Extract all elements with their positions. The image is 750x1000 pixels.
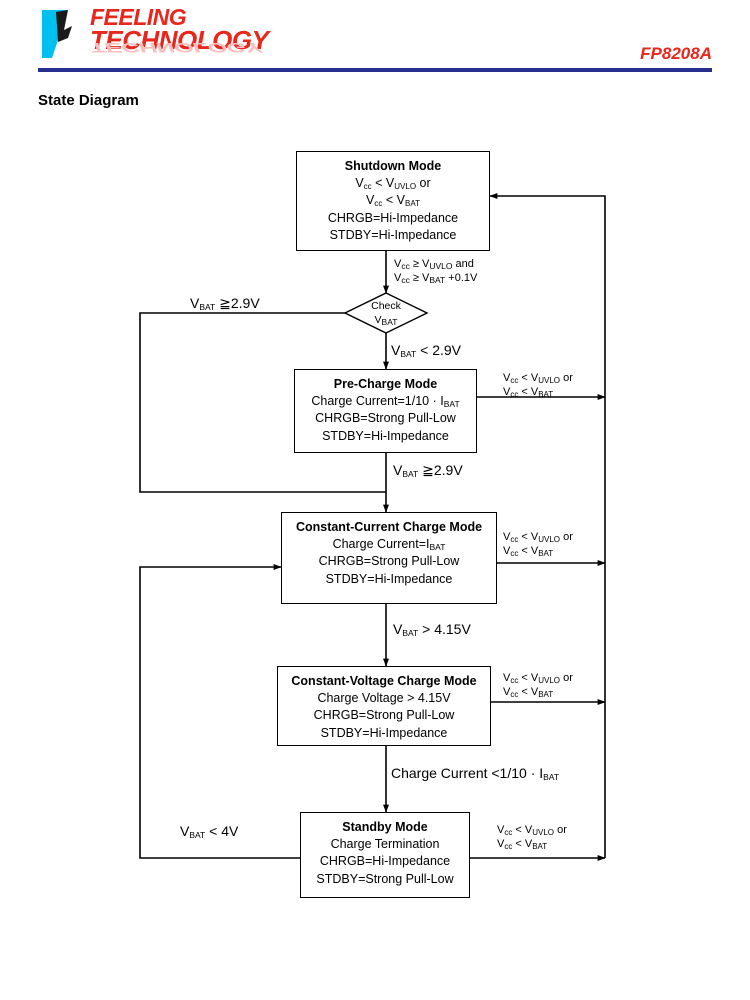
edge-label-fault-constant-current: Vcc < VUVLO or Vcc < VBAT: [503, 531, 573, 558]
state-detail-line: CHRGB=Hi-Impedance: [319, 854, 451, 869]
edge-label-fault-constant-voltage: Vcc < VUVLO or Vcc < VBAT: [503, 672, 573, 699]
state-detail-line: STDBY=Strong Pull-Low: [316, 871, 454, 886]
state-detail-line: CHRGB=Strong Pull-Low: [318, 554, 460, 569]
state-detail-line: Charge Termination: [330, 837, 440, 852]
state-box-constant-voltage[interactable]: Constant-Voltage Charge Mode Charge Volt…: [277, 666, 491, 746]
state-detail-line: CHRGB=Hi-Impedance: [327, 210, 459, 225]
edge-label-cv-to-standby: Charge Current <1/10 · IBAT: [391, 765, 560, 782]
state-title: Pre-Charge Mode: [333, 377, 438, 391]
state-detail-line: STDBY=Hi-Impedance: [325, 571, 453, 586]
state-detail-line: STDBY=Hi-Impedance: [320, 725, 448, 740]
page-header: FEELING TECHNOLOGY TECHNOLOGY FP8208A: [0, 0, 750, 80]
state-box-constant-current[interactable]: Constant-Current Charge Mode Charge Curr…: [281, 512, 497, 604]
state-detail-line: STDBY=Hi-Impedance: [329, 227, 457, 242]
page-title: State Diagram: [38, 92, 139, 109]
header-divider: [38, 68, 712, 72]
state-box-shutdown[interactable]: Shutdown Mode Vcc < VUVLO or Vcc < VBAT …: [296, 151, 490, 251]
decision-label: Check VBAT: [371, 300, 401, 328]
state-title: Standby Mode: [342, 820, 428, 834]
state-detail-line: CHRGB=Strong Pull-Low: [313, 708, 455, 723]
state-title: Constant-Current Charge Mode: [295, 520, 483, 534]
edge-label-check-to-cc: VBAT ≧2.9V: [190, 295, 260, 312]
logo-mark-icon: [42, 10, 78, 58]
edge-label-fault-standby: Vcc < VUVLO or Vcc < VBAT: [497, 824, 567, 851]
edge-label-precharge-to-cc: VBAT ≧2.9V: [393, 462, 463, 479]
state-detail-line: STDBY=Hi-Impedance: [322, 428, 449, 443]
decision-check-vbat[interactable]: Check VBAT: [345, 293, 427, 333]
state-box-standby[interactable]: Standby Mode Charge Termination CHRGB=Hi…: [300, 812, 470, 898]
edge-label-check-to-precharge: VBAT < 2.9V: [391, 342, 462, 359]
state-detail-line: Charge Voltage > 4.15V: [317, 691, 451, 706]
brand-wordmark: FEELING TECHNOLOGY: [90, 4, 269, 55]
edge-label-fault-precharge: Vcc < VUVLO or Vcc < VBAT: [503, 372, 573, 399]
edge-label-shutdown-to-check: Vcc ≥ VUVLO and Vcc ≥ VBAT +0.1V: [394, 258, 478, 285]
company-logo: FEELING TECHNOLOGY TECHNOLOGY: [38, 6, 338, 68]
state-detail-line: Charge Current=IBAT: [332, 537, 446, 553]
state-title: Shutdown Mode: [344, 159, 442, 173]
part-number: FP8208A: [640, 44, 712, 63]
state-detail-line: Vcc < VBAT: [366, 193, 420, 209]
state-title: Constant-Voltage Charge Mode: [291, 674, 477, 688]
edge-label-standby-to-cc: VBAT < 4V: [180, 823, 239, 840]
brand-line-feeling: FEELING: [90, 4, 187, 30]
brand-line-technology: TECHNOLOGY: [90, 25, 269, 55]
state-detail-line: Charge Current=1/10 · IBAT: [311, 394, 460, 410]
state-detail-line: Vcc < VUVLO or: [355, 176, 431, 192]
state-detail-line: CHRGB=Strong Pull-Low: [315, 411, 456, 426]
state-box-pre-charge[interactable]: Pre-Charge Mode Charge Current=1/10 · IB…: [294, 369, 477, 453]
edge-label-cc-to-cv: VBAT > 4.15V: [393, 621, 471, 638]
